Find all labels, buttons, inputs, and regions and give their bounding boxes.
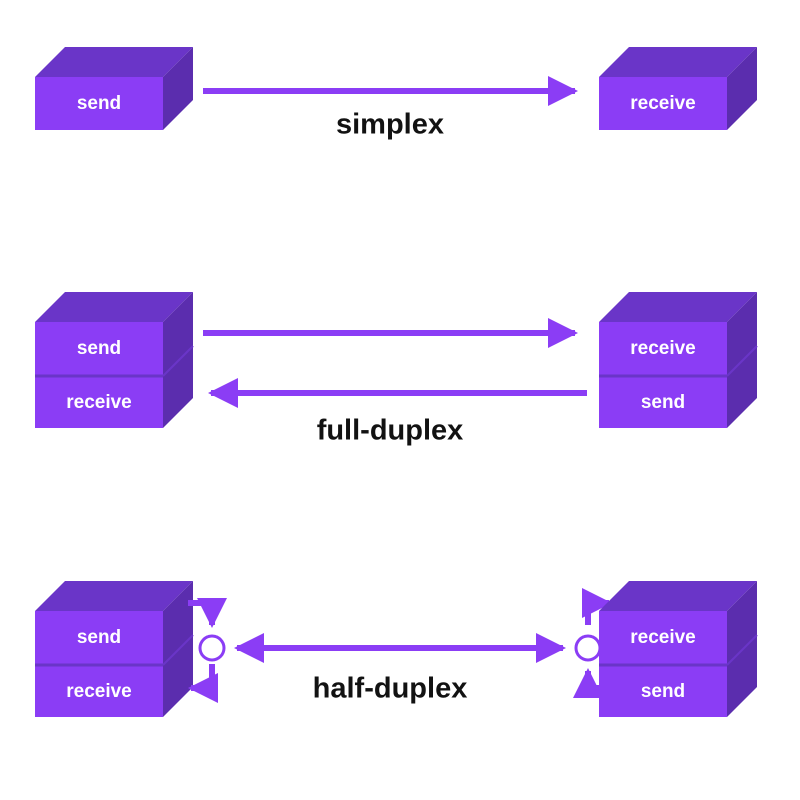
box-top-face [599, 292, 757, 322]
halfduplex-right-device[interactable]: receive send [599, 581, 758, 717]
box-front-face-upper [599, 322, 727, 375]
switch-lower-loop [188, 664, 218, 703]
box-front-face [599, 77, 727, 130]
box-side-face [163, 47, 193, 130]
fullduplex-right-device[interactable]: receive send [599, 292, 758, 428]
box-side-divider [726, 345, 758, 377]
box-front-face-lower [599, 377, 727, 428]
box-layer-label-upper: receive [630, 627, 696, 648]
switch-upper-loop [582, 588, 612, 625]
box-top-face [35, 47, 193, 77]
row-full-duplex: send receive receive send full-duplex [35, 292, 758, 447]
box-front-face-lower [599, 666, 727, 717]
box-layer-label-upper: send [77, 338, 121, 359]
box-layer-label-upper: send [77, 627, 121, 648]
box-front-face [35, 77, 163, 130]
simplex-right-device[interactable]: receive [599, 47, 757, 130]
halfduplex-switch-left[interactable] [188, 598, 227, 703]
box-layer-label: receive [630, 93, 696, 114]
mode-label-full-duplex: full-duplex [317, 415, 464, 447]
simplex-left-device[interactable]: send [35, 47, 193, 130]
box-side-divider [726, 634, 758, 666]
box-front-face-upper [35, 611, 163, 664]
box-top-face [599, 47, 757, 77]
box-layer-label: send [77, 93, 121, 114]
box-side-divider [162, 345, 194, 377]
box-side-divider [162, 634, 194, 666]
box-front-face-upper [35, 322, 163, 375]
switch-upper-loop [188, 598, 227, 628]
box-front-face-lower [35, 666, 163, 717]
box-layer-label-upper: receive [630, 338, 696, 359]
box-side-face [727, 47, 757, 130]
row-simplex: send receive simplex [35, 47, 757, 141]
box-front-face-lower [35, 377, 163, 428]
switch-toggle-circle[interactable] [198, 634, 226, 662]
mode-label-half-duplex: half-duplex [313, 673, 468, 705]
box-top-face [35, 581, 193, 611]
box-layer-label-lower: receive [66, 392, 132, 413]
halfduplex-switch-right[interactable] [573, 588, 612, 698]
halfduplex-left-device[interactable]: send receive [35, 581, 194, 717]
box-layer-label-lower: send [641, 392, 685, 413]
box-top-face [35, 292, 193, 322]
box-layer-label-lower: send [641, 681, 685, 702]
mode-label-simplex: simplex [336, 109, 444, 141]
fullduplex-left-device[interactable]: send receive [35, 292, 194, 428]
box-top-face [599, 581, 757, 611]
row-half-duplex: send receive [35, 581, 758, 717]
box-layer-label-lower: receive [66, 681, 132, 702]
switch-toggle-circle[interactable] [574, 634, 602, 662]
switch-lower-loop [573, 668, 612, 698]
box-front-face-upper [599, 611, 727, 664]
